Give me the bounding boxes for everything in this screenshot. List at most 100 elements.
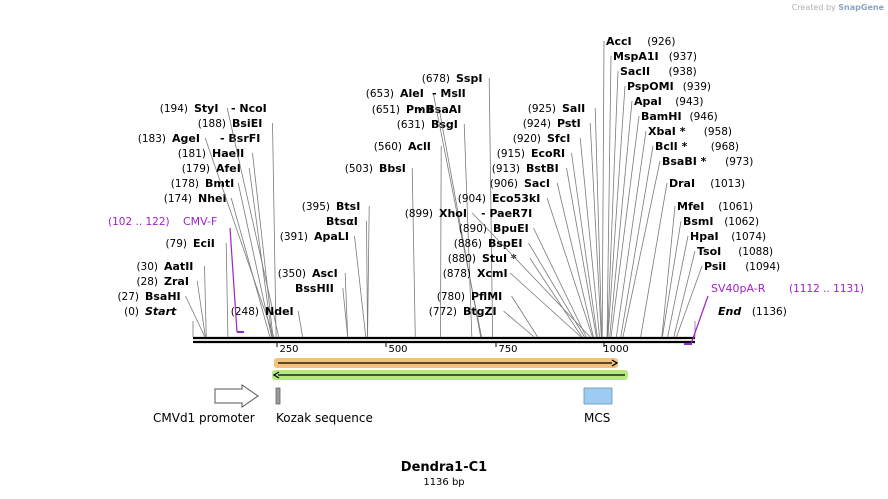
site-leader-line — [589, 122, 602, 338]
plasmid-length: 1136 bp — [423, 477, 465, 488]
site-position: (181) — [178, 148, 206, 160]
primer-name: SV40pA-R — [711, 282, 766, 295]
primer-range: (102 .. 122) — [108, 216, 170, 228]
site-leader-line — [511, 295, 539, 338]
site-leader-line — [463, 123, 473, 338]
site-leader-line — [609, 100, 633, 338]
site-position: (1061) — [718, 201, 753, 213]
site-name: HpaI — [690, 230, 719, 243]
site-position: (904) — [458, 193, 486, 205]
site-name: Eco53kI — [492, 192, 540, 205]
site-leader-line — [566, 167, 597, 338]
site-leader-line — [607, 70, 619, 338]
site-leader-line — [230, 197, 271, 338]
site-name: PspOMI — [627, 80, 674, 93]
site-leader-line — [354, 235, 367, 338]
site-leader-line — [601, 40, 605, 338]
ruler-tick-label: 500 — [388, 344, 407, 355]
site-name: HaeII — [212, 147, 244, 160]
site-leader-line — [432, 92, 482, 338]
site-alias: - BsaAI — [418, 103, 461, 116]
site-position: (0) — [124, 306, 139, 318]
site-leader-line — [344, 272, 349, 338]
site-name: AclI — [408, 140, 431, 153]
site-position: (958) — [704, 126, 732, 138]
site-leader-line — [606, 55, 612, 338]
site-leader-line — [237, 182, 273, 338]
site-name: BmtI — [205, 177, 234, 190]
site-leader-line — [661, 205, 676, 338]
site-name: EciI — [193, 237, 215, 250]
site-position: (194) — [160, 103, 188, 115]
primer-leader-line — [690, 295, 709, 345]
mcs-box — [583, 387, 613, 405]
site-position: (248) — [231, 306, 259, 318]
site-position: (179) — [182, 163, 210, 175]
site-name: XbaI * — [648, 125, 686, 138]
site-leader-line — [533, 227, 587, 338]
site-leader-line — [556, 182, 594, 338]
site-leader-line — [622, 160, 661, 338]
site-leader-line — [196, 280, 206, 338]
site-name: BclI * — [655, 140, 688, 153]
site-position: (30) — [136, 261, 158, 273]
site-name: AatII — [164, 260, 193, 273]
ruler-tick-label: 250 — [279, 344, 298, 355]
site-name: BtgZI — [463, 305, 497, 318]
site-name: BsaHI — [145, 290, 181, 303]
orf-forward-arrowhead — [611, 359, 619, 367]
site-name: ApaI — [634, 95, 662, 108]
site-position: (678) — [422, 73, 450, 85]
site-leader-line — [411, 167, 416, 338]
site-name: StuI * — [482, 252, 517, 265]
site-name: NheI — [198, 192, 227, 205]
site-position: (350) — [278, 268, 306, 280]
site-name: NdeI — [265, 305, 294, 318]
feature-label: CMVd1 promoter — [153, 411, 255, 425]
site-leader-line — [607, 85, 626, 338]
promoter-arrow-icon — [214, 384, 259, 408]
site-name: StyI — [194, 102, 218, 115]
orf-reverse-arrowhead — [272, 371, 280, 379]
site-leader-line — [546, 197, 593, 338]
site-leader-line — [367, 205, 370, 338]
ruler-tick-label: 1000 — [603, 344, 628, 355]
site-leader-line — [272, 122, 277, 338]
site-leader-line — [615, 130, 647, 338]
brand-watermark: Created by SnapGene — [792, 3, 884, 12]
site-position: (926) — [647, 36, 675, 48]
site-name: PflMI — [471, 290, 502, 303]
site-name: AleI — [400, 87, 424, 100]
site-name: EcoRI — [531, 147, 565, 160]
site-alias: - BsrFI — [220, 132, 260, 145]
site-leader-line — [620, 145, 654, 338]
primer-leader-line — [229, 227, 238, 333]
site-leader-line — [297, 310, 303, 338]
site-position: (1136) — [752, 306, 787, 318]
site-position: (395) — [302, 201, 330, 213]
site-name: SacII — [620, 65, 650, 78]
site-position: (886) — [454, 238, 482, 250]
feature-label: MCS — [584, 411, 610, 425]
site-leader-line — [673, 250, 696, 338]
site-leader-line — [503, 310, 535, 338]
ruler-tick-label: 750 — [498, 344, 517, 355]
site-position: (631) — [397, 119, 425, 131]
primer-name: CMV-F — [183, 215, 217, 228]
site-position: (924) — [523, 118, 551, 130]
site-name: PstI — [557, 117, 581, 130]
site-name: MspA1I — [613, 50, 659, 63]
site-name: BpuEI — [493, 222, 529, 235]
site-position: (878) — [443, 268, 471, 280]
site-position: (880) — [448, 253, 476, 265]
site-leader-line — [571, 152, 598, 338]
site-leader-line — [579, 137, 600, 338]
site-name: BsaBI * — [662, 155, 707, 168]
site-name: End — [718, 305, 741, 318]
site-position: (915) — [497, 148, 525, 160]
site-position: (946) — [690, 111, 718, 123]
site-leader-line — [226, 107, 280, 338]
site-position: (968) — [711, 141, 739, 153]
site-position: (391) — [280, 231, 308, 243]
